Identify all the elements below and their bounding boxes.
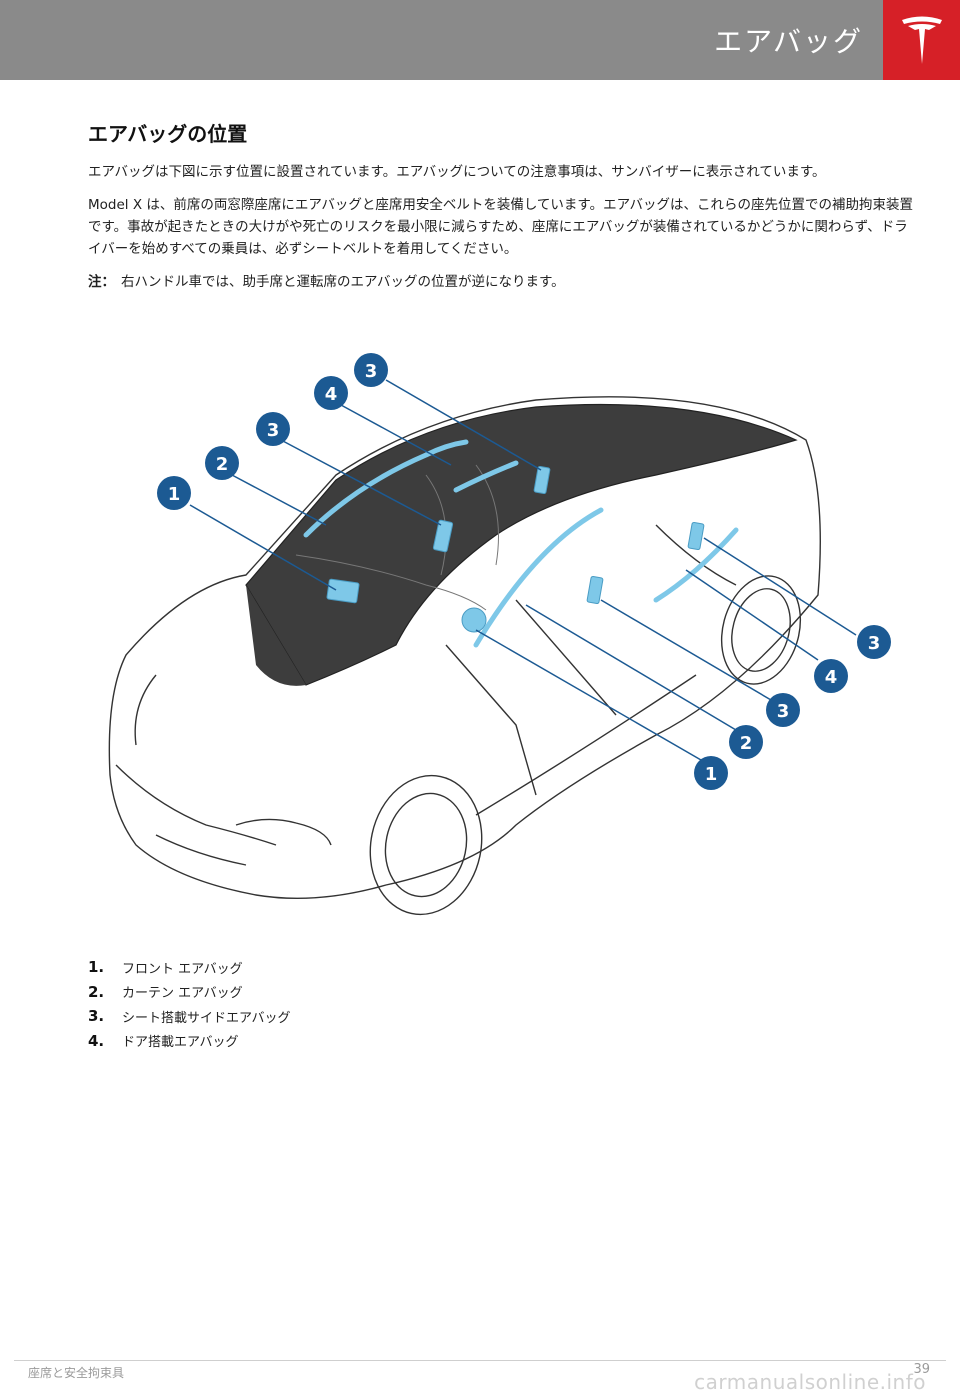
callout-label: 3	[267, 420, 280, 441]
legend-item: 3. シート搭載サイドエアバッグ	[88, 1004, 290, 1029]
airbag-location-figure: 1 2 3 4 3 3 4 3 2 1	[96, 345, 906, 935]
callout-3a	[256, 412, 290, 446]
legend-number: 1.	[88, 958, 105, 977]
footer-section-title: 座席と安全拘束具	[28, 1366, 125, 1380]
legend-text: ドア搭載エアバッグ	[122, 1035, 239, 1051]
main-content: エアバッグの位置 エアバッグは下図に示す位置に設置されています。エアバッグについ…	[88, 118, 918, 304]
legend-number: 2.	[88, 982, 105, 1001]
legend-text: フロント エアバッグ	[122, 961, 243, 977]
watermark: carmanualsonline.info	[694, 1370, 926, 1394]
note-text: 右ハンドル車では、助手席と運転席のエアバッグの位置が逆になります。	[121, 274, 565, 290]
legend-text: シート搭載サイドエアバッグ	[122, 1010, 291, 1026]
legend-item: 2. カーテン エアバッグ	[88, 980, 290, 1005]
callout-label: 2	[216, 454, 229, 475]
callout-3c	[857, 625, 891, 659]
car-illustration: 1 2 3 4 3 3 4 3 2 1	[108, 353, 891, 916]
legend-item: 4. ドア搭載エアバッグ	[88, 1029, 290, 1054]
callout-label: 4	[325, 384, 338, 405]
paragraph-location: エアバッグは下図に示す位置に設置されています。エアバッグについての注意事項は、サ…	[88, 164, 826, 180]
page-number: 39	[913, 1362, 930, 1377]
legend-text: カーテン エアバッグ	[122, 986, 243, 1002]
callout-2b	[729, 725, 763, 759]
callout-label: 1	[705, 764, 718, 785]
paragraph-model-x: Model X は、前席の両窓際座席にエアバッグと座席用安全ベルトを装備していま…	[88, 197, 914, 257]
callout-4a	[314, 376, 348, 410]
callout-3d	[766, 693, 800, 727]
callout-label: 3	[365, 361, 378, 382]
callout-1b	[694, 756, 728, 790]
brand-logo-box	[883, 0, 960, 80]
legend-number: 3.	[88, 1007, 105, 1026]
callout-1a	[157, 476, 191, 510]
callout-label: 4	[825, 667, 838, 688]
callout-3b	[354, 353, 388, 387]
note-label: 注：	[88, 274, 115, 290]
airbag-legend: 1. フロント エアバッグ 2. カーテン エアバッグ 3. シート搭載サイドエ…	[88, 955, 290, 1053]
callout-label: 3	[777, 701, 790, 722]
note-paragraph: 注： 右ハンドル車では、助手席と運転席のエアバッグの位置が逆になります。	[88, 271, 918, 293]
legend-number: 4.	[88, 1031, 105, 1050]
callout-label: 2	[740, 733, 753, 754]
section-heading: エアバッグの位置	[88, 122, 248, 146]
footer-divider	[14, 1360, 946, 1361]
header-bar: エアバッグ	[0, 0, 883, 80]
callout-2a	[205, 446, 239, 480]
tesla-logo-icon	[902, 16, 942, 64]
legend-item: 1. フロント エアバッグ	[88, 955, 290, 980]
callout-label: 1	[168, 484, 181, 505]
callout-4b	[814, 659, 848, 693]
header-title: エアバッグ	[714, 25, 863, 58]
callout-label: 3	[868, 633, 881, 654]
